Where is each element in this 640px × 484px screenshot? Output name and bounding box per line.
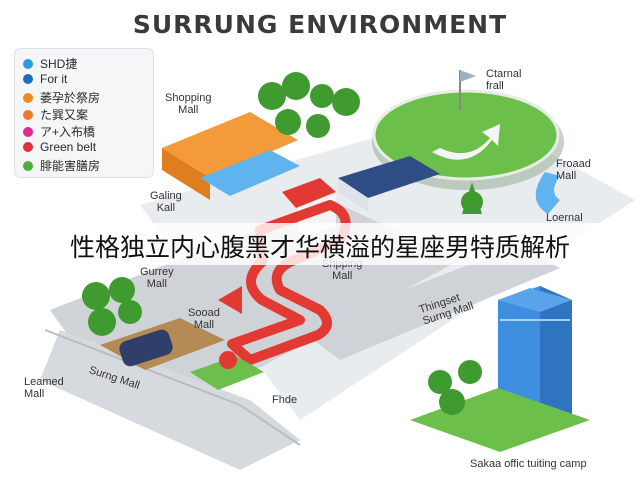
image-caption: Sakaa offic tuiting camp	[470, 458, 587, 470]
legend-label: SHD捷	[40, 57, 78, 71]
red-pin	[219, 351, 237, 369]
legend-item: SHD捷	[23, 55, 77, 72]
legend-label: Green belt	[40, 140, 97, 154]
legend-item: た巽又案	[23, 106, 88, 123]
legend-label: ア+入布橋	[40, 125, 96, 139]
label-froaad-mall: Froaad Mall	[556, 158, 591, 182]
road-right	[300, 245, 560, 360]
legend-panel: SHD捷 For it 萎孕於祭房 た巽又案 ア+入布橋 Green belt …	[14, 48, 154, 178]
legend-label: 腓能害膳房	[40, 159, 101, 173]
legend-dot	[23, 59, 33, 69]
legend-dot	[23, 142, 33, 152]
legend-dot	[23, 161, 33, 171]
flag	[460, 70, 476, 82]
red-arrow-head	[218, 286, 242, 314]
label-loernal: Loernal	[546, 212, 583, 224]
legend-item: 腓能害膳房	[23, 157, 100, 174]
label-gurrey-mall: Gurrey Mall	[140, 266, 174, 290]
legend-dot	[23, 93, 33, 103]
roundabout-arrow	[432, 124, 500, 160]
label-central-trail: Ctarnal frall	[486, 68, 522, 92]
label-fhde: Fhde	[272, 394, 298, 406]
legend-item: Green belt	[23, 140, 96, 154]
blue-block	[338, 156, 440, 198]
legend-label: た巽又案	[40, 108, 89, 122]
trees	[82, 72, 483, 415]
roundabout-green	[372, 89, 560, 181]
banner-text: 性格独立内心腹黑才华横溢的星座男特质解析	[69, 233, 570, 262]
cone-tree	[462, 182, 482, 214]
curved-ramp	[535, 172, 560, 214]
label-learned-mall: Leamed Mall	[24, 376, 64, 400]
blue-block-side	[338, 178, 368, 212]
legend-dot	[23, 74, 33, 84]
parking-sign-base	[190, 356, 264, 390]
tower-top	[498, 288, 572, 312]
mall-pool	[200, 150, 300, 196]
label-shopping-mall: Shopping Mall	[165, 92, 212, 116]
label-sooad-mall: Sooad Mall	[188, 307, 220, 331]
road-bottom	[40, 330, 300, 470]
legend-label: For it	[40, 72, 68, 86]
mall-roof	[162, 112, 298, 178]
legend-label: 萎孕於祭房	[40, 91, 101, 105]
legend-dot	[23, 110, 33, 120]
page-title: SURRUNG ENVIRONMENT	[132, 10, 508, 39]
mall-front	[162, 148, 210, 200]
legend-item: 萎孕於祭房	[23, 89, 100, 106]
label-gating-kall: Galing Kall	[150, 190, 182, 214]
car	[119, 329, 173, 367]
road-edge	[44, 329, 301, 446]
red-shed	[282, 178, 336, 208]
legend-item: For it	[23, 72, 67, 86]
legend-dot	[23, 127, 33, 137]
legend-item: ア+入布橋	[23, 123, 95, 140]
text-banner	[0, 223, 640, 265]
